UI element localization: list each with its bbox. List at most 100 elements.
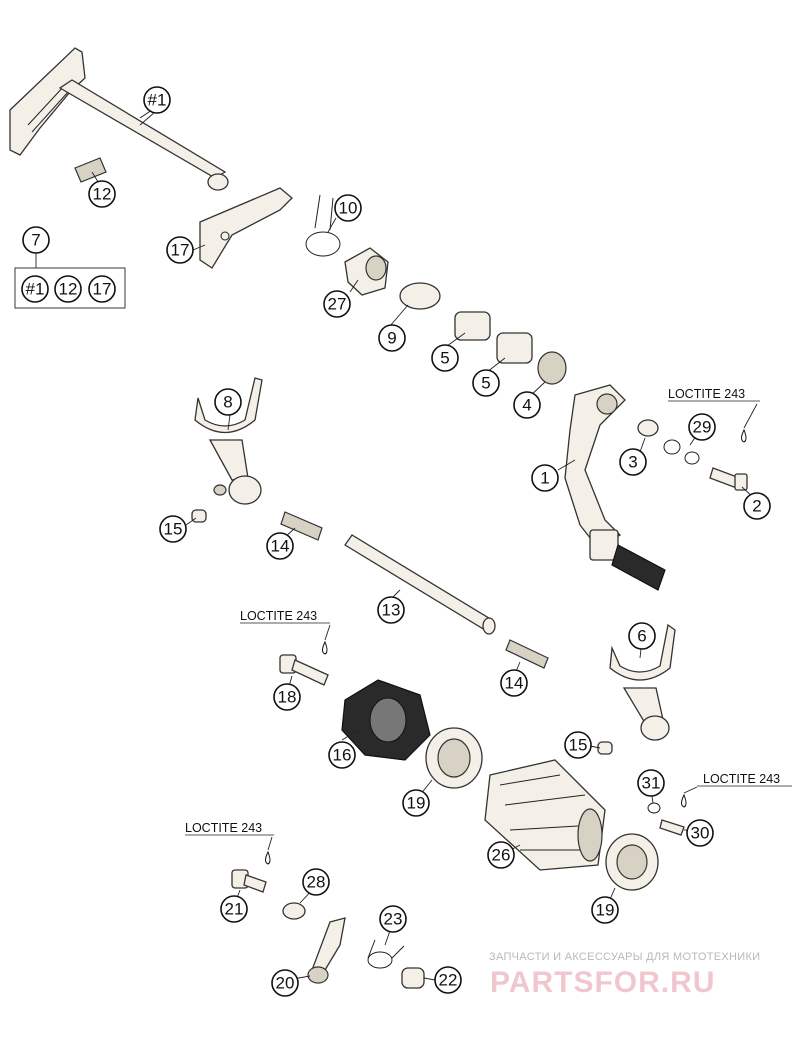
screw-30-part <box>659 819 685 836</box>
callout-27: 27 <box>323 290 351 318</box>
callout-label: 9 <box>387 329 396 348</box>
callout-10: 10 <box>334 194 362 222</box>
loctite-drop-4 <box>265 850 271 865</box>
watermark-tagline: ЗАПЧАСТИ И АКСЕССУАРЫ ДЛЯ МОТОТЕХНИКИ <box>489 951 760 963</box>
spring-14a-part <box>280 511 323 541</box>
shift-drum-star-16-part <box>341 679 431 761</box>
callout-23: 23 <box>379 905 407 933</box>
part-27-shape <box>344 247 389 296</box>
callout-22: 22 <box>434 966 462 994</box>
callout-2: 2 <box>743 492 771 520</box>
callout-5b: 5 <box>472 369 500 397</box>
callout-label: 26 <box>492 846 511 865</box>
bolt-21-part <box>231 869 267 893</box>
callout-7: 7 <box>22 226 50 254</box>
shift-lever-1-part <box>564 384 666 591</box>
callout-20: 20 <box>271 969 299 997</box>
spring-12-part <box>74 157 107 183</box>
callout-4: 4 <box>513 391 541 419</box>
callout-kit-12: 12 <box>54 275 82 303</box>
washer-9-part <box>399 282 441 310</box>
callout-3: 3 <box>619 448 647 476</box>
roller-22-part <box>401 967 425 989</box>
callout-30: 30 <box>686 819 714 847</box>
bearing-19a-part <box>425 727 483 789</box>
callout-31: 31 <box>637 769 665 797</box>
callout-label: #1 <box>148 91 167 110</box>
callout-label: 12 <box>93 185 112 204</box>
callout-14a: 14 <box>266 532 294 560</box>
callout-15b: 15 <box>564 731 592 759</box>
shift-fork-6-part <box>609 623 676 741</box>
callout-label: 14 <box>271 537 290 556</box>
spring-10-part <box>305 194 341 257</box>
callout-13: 13 <box>377 596 405 624</box>
loctite-label: LOCTITE 243 <box>668 387 745 401</box>
washer-3-part <box>637 419 659 437</box>
shift-shaft-plate-17-part <box>199 187 293 269</box>
callout-18: 18 <box>273 683 301 711</box>
callout-label: 30 <box>691 824 710 843</box>
callout-label: 5 <box>481 374 490 393</box>
loctite-drop-3 <box>681 793 687 808</box>
callout-label: 23 <box>384 910 403 929</box>
callout-label: 20 <box>276 974 295 993</box>
bearing-19b-part <box>605 833 659 891</box>
callout-kit-1: #1 <box>21 275 49 303</box>
callout-5a: 5 <box>431 344 459 372</box>
seal-4-part <box>537 351 567 385</box>
callout-label: #1 <box>26 280 45 299</box>
callout-label: 3 <box>628 453 637 472</box>
callout-28: 28 <box>302 868 330 896</box>
lever-20-part <box>307 917 346 984</box>
callout-label: 10 <box>339 199 358 218</box>
callout-label: 5 <box>440 349 449 368</box>
callout-label: 31 <box>642 774 661 793</box>
callout-label: 4 <box>522 396 531 415</box>
loctite-label: LOCTITE 243 <box>240 609 317 623</box>
callout-15a: 15 <box>159 515 187 543</box>
callout-26: 26 <box>487 841 515 869</box>
callout-label: 12 <box>59 280 78 299</box>
needle-bearing-5a-part <box>454 311 491 341</box>
callout-label: 19 <box>407 794 426 813</box>
watermark-logo: PARTSFOR.RU <box>490 966 715 999</box>
callout-kit-17: 17 <box>88 275 116 303</box>
bolt-2-part <box>709 467 748 491</box>
callout-6: 6 <box>628 622 656 650</box>
washer-29b-part <box>684 451 700 465</box>
callout-label: 14 <box>505 674 524 693</box>
callout-14b: 14 <box>500 669 528 697</box>
washer-31-part <box>647 802 661 814</box>
spring-14b-part <box>505 639 549 669</box>
washer-28-part <box>282 902 306 920</box>
callout-label: 19 <box>596 901 615 920</box>
leader-lines <box>14 111 758 981</box>
callout-label: 15 <box>164 520 183 539</box>
callout-label: 16 <box>333 746 352 765</box>
callout-label: 2 <box>752 497 761 516</box>
callout-8: 8 <box>214 388 242 416</box>
rod-13-part <box>344 534 496 635</box>
loctite-drop-2 <box>322 640 328 655</box>
callout-21: 21 <box>220 895 248 923</box>
needle-bearing-5b-part <box>496 332 533 364</box>
callout-label: 17 <box>171 241 190 260</box>
bolt-18-part <box>279 654 329 686</box>
callout-label: 15 <box>569 736 588 755</box>
shift-shaft-part <box>9 47 229 191</box>
pin-15b-part <box>597 741 613 755</box>
callout-label: 18 <box>278 688 297 707</box>
callout-12-top: 12 <box>88 180 116 208</box>
callout-1-top: #1 <box>143 86 171 114</box>
callout-label: 28 <box>307 873 326 892</box>
loctite-drop-1 <box>741 428 747 443</box>
shift-fork-8-part <box>194 377 263 505</box>
callout-label: 1 <box>540 469 549 488</box>
callout-17-top: 17 <box>166 236 194 264</box>
callout-9: 9 <box>378 324 406 352</box>
callout-19b: 19 <box>591 896 619 924</box>
callout-label: 22 <box>439 971 458 990</box>
callout-label: 7 <box>31 231 40 250</box>
